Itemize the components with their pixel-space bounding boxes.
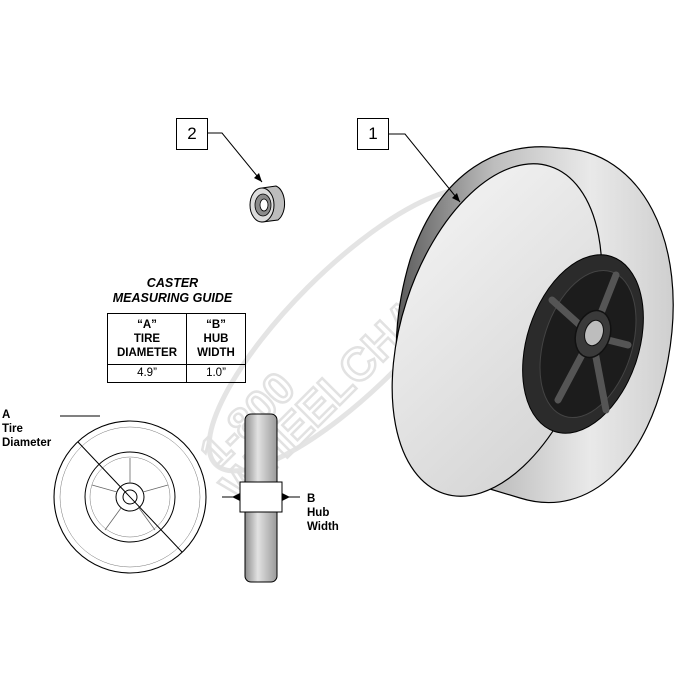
guide-title-line2: MEASURING GUIDE (112, 291, 233, 305)
front-view-wheel (53, 415, 207, 574)
header-tire-diameter: “A” TIRE DIAMETER (107, 313, 187, 365)
guide-title-line1: CASTER (146, 276, 199, 290)
wheel-assembly (391, 146, 674, 504)
callout-1: 1 (357, 118, 389, 150)
label-a: A Tire Diameter (2, 409, 52, 449)
value-hub-width: 1.0” (186, 364, 246, 383)
guide-title: CASTER MEASURING GUIDE (90, 276, 255, 306)
side-view-wheel (222, 413, 300, 583)
callout-leaders (208, 132, 461, 203)
header-hub-width: “B” HUB WIDTH (186, 313, 246, 365)
hub-bore (584, 319, 604, 347)
measuring-guide-table: “A” TIRE DIAMETER “B” HUB WIDTH 4.9” 1.0… (107, 313, 246, 383)
table-header-row: “A” TIRE DIAMETER “B” HUB WIDTH (107, 313, 246, 365)
bearing (249, 185, 285, 223)
label-b: B Hub Width (307, 493, 339, 533)
value-tire-diameter: 4.9” (107, 364, 187, 383)
callout-2: 2 (176, 118, 208, 150)
diameter-line (77, 441, 183, 553)
table-row: 4.9” 1.0” (107, 364, 246, 383)
